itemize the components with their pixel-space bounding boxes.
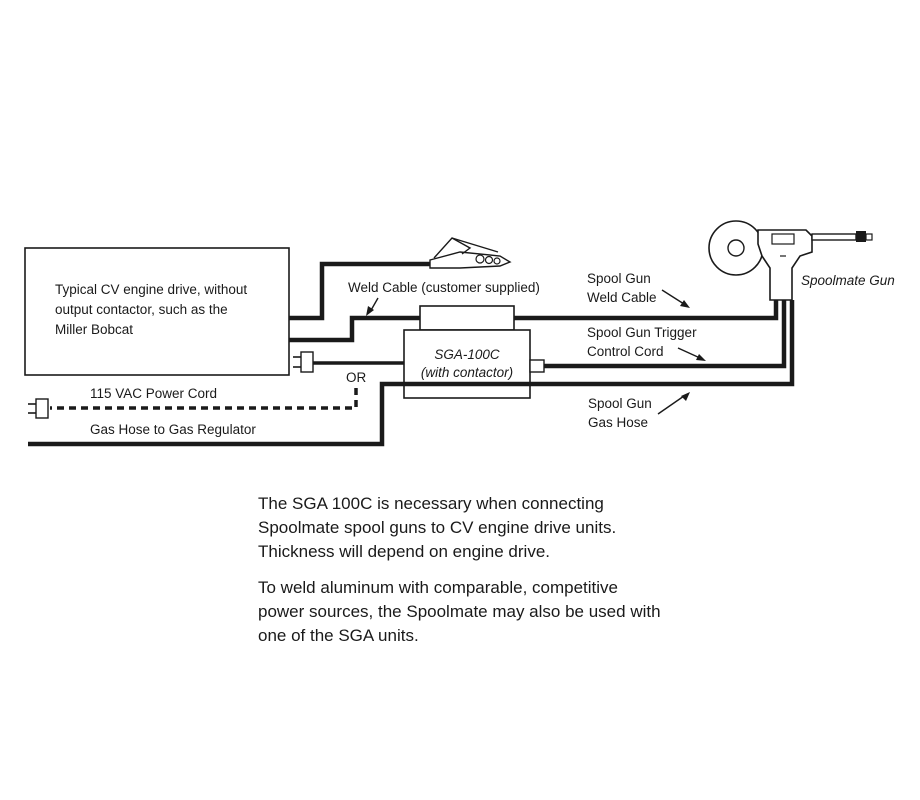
sga-sublabel: (with contactor) [421, 365, 513, 380]
spoolmate-gun-label: Spoolmate Gun [801, 273, 895, 288]
engine-outlet-plug-icon [293, 351, 314, 373]
ground-cable [289, 261, 430, 321]
engine-drive-box [24, 247, 290, 376]
trigger-control-cord [544, 300, 787, 369]
caption-1-line-2: Spoolmate spool guns to CV engine drive … [258, 518, 617, 537]
spool-gas-hose-arrow [657, 395, 685, 415]
caption-2-line-1: To weld aluminum with comparable, compet… [258, 578, 618, 597]
weld-cable-label: Weld Cable (customer supplied) [348, 280, 540, 295]
weld-cable [289, 315, 420, 343]
power-plug-icon [28, 398, 49, 419]
caption-1-line-3: Thickness will depend on engine drive. [258, 542, 551, 561]
power-cord-label: 115 VAC Power Cord [90, 386, 217, 401]
sga-trigger-connector [529, 359, 545, 373]
spool-gun-weld-cable [514, 300, 779, 321]
gas-hose-regulator [28, 300, 795, 447]
caption-2-line-2: power sources, the Spoolmate may also be… [258, 602, 661, 621]
spool-weld-cable-label-line-1: Spool Gun [587, 271, 651, 286]
engine-drive-label-line-3: Miller Bobcat [55, 322, 133, 337]
spool-weld-cable-label-line-2: Weld Cable [587, 290, 657, 305]
trigger-cord-label-line-1: Spool Gun Trigger [587, 325, 697, 340]
caption-2-line-3: one of the SGA units. [258, 626, 419, 645]
caption-1-line-1: The SGA 100C is necessary when connectin… [258, 494, 604, 513]
spool-weld-cable-arrow [661, 289, 685, 305]
engine-drive-label-line-1: Typical CV engine drive, without [55, 282, 247, 297]
spoolmate-gun-icon [708, 220, 873, 301]
trigger-cord-arrow [677, 347, 701, 359]
sga-weld-connector [419, 305, 515, 331]
gas-hose-label: Gas Hose to Gas Regulator [90, 422, 256, 437]
ground-clamp-icon [429, 237, 512, 269]
caption-paragraph-1: The SGA 100C is necessary when connectin… [258, 492, 778, 564]
spool-gas-hose-label-line-1: Spool Gun [588, 396, 652, 411]
engine-drive-label-line-2: output contactor, such as the [55, 302, 228, 317]
power-cord-dashed [50, 388, 358, 410]
caption-paragraph-2: To weld aluminum with comparable, compet… [258, 576, 778, 648]
or-label: OR [346, 370, 367, 385]
sga-label: SGA-100C [434, 347, 500, 362]
spool-gas-hose-label-line-2: Gas Hose [588, 415, 648, 430]
sga-100c-box [403, 329, 531, 399]
trigger-cord-label-line-2: Control Cord [587, 344, 664, 359]
